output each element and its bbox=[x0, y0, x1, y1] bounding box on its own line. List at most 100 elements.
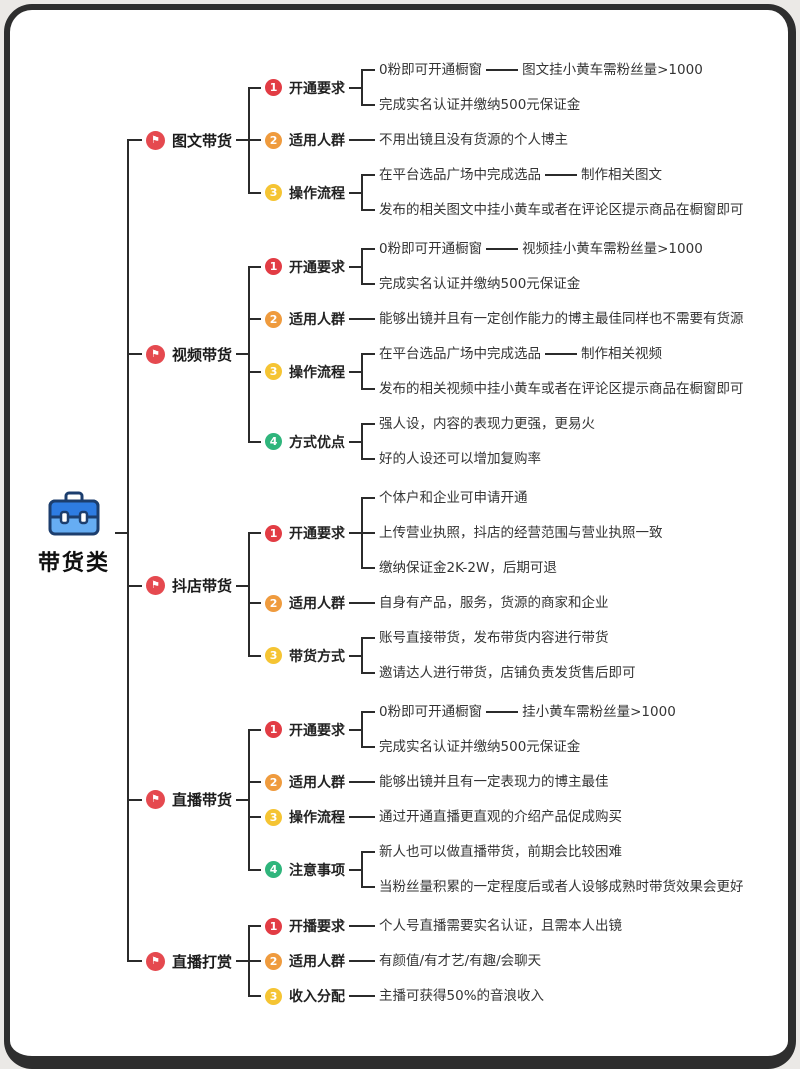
number-badge: 3 bbox=[265, 987, 283, 1005]
topic-label: 收入分配 bbox=[289, 989, 346, 1005]
node-content: 在平台选品广场中完成选品 bbox=[379, 345, 541, 364]
tree-row: 发布的相关图文中挂小黄车或者在评论区提示商品在橱窗即可 bbox=[361, 192, 748, 228]
connector-line bbox=[349, 86, 362, 89]
node-content: 缴纳保证金2K-2W，后期可退 bbox=[379, 559, 557, 578]
number-badge: 3 bbox=[265, 363, 283, 380]
tree-row: 个体户和企业可申请开通 bbox=[361, 481, 667, 516]
children-group: 能够出镜并且有一定表现力的博主最佳 bbox=[361, 765, 613, 800]
tree-row: 完成实名认证并缴纳500元保证金 bbox=[361, 729, 680, 765]
tree-row: 不用出镜且没有货源的个人博主 bbox=[361, 123, 572, 158]
children-group: 通过开通直播更直观的介绍产品促成购买 bbox=[361, 800, 626, 835]
tree-row: 上传营业执照，抖店的经营范围与营业执照一致 bbox=[361, 515, 667, 551]
branch-label: 抖店带货 bbox=[172, 577, 233, 595]
connector-line bbox=[236, 584, 249, 587]
children-group: 个体户和企业可申请开通上传营业执照，抖店的经营范围与营业执照一致缴纳保证金2K-… bbox=[361, 481, 667, 586]
leaf-text: 个体户和企业可申请开通 bbox=[379, 489, 528, 506]
children-group: 主播可获得50%的音浪收入 bbox=[361, 979, 548, 1014]
leaf-node: 图文挂小黄车需粉丝量>1000 bbox=[518, 61, 707, 80]
branch-label: 直播打赏 bbox=[172, 952, 233, 971]
node-content: 3 收入分配 bbox=[265, 986, 345, 1006]
topic-label: 操作流程 bbox=[289, 185, 346, 202]
flag-icon: ⚑ bbox=[146, 790, 166, 809]
tree-row: 主播可获得50%的音浪收入 bbox=[361, 979, 548, 1014]
number-badge: 2 bbox=[265, 952, 283, 970]
leaf-text: 能够出镜并且有一定表现力的博主最佳 bbox=[379, 773, 609, 790]
leaf-text: 邀请达人进行带货，店铺负责发货售后即可 bbox=[379, 664, 636, 681]
connector-line bbox=[115, 532, 128, 534]
topic-label: 开通要求 bbox=[289, 259, 346, 276]
topic-label: 适用人群 bbox=[289, 954, 346, 970]
leaf-text: 新人也可以做直播带货，前期会比较困难 bbox=[379, 843, 623, 860]
leaf-text: 制作相关视频 bbox=[581, 345, 663, 362]
leaf-text: 发布的相关图文中挂小黄车或者在评论区提示商品在橱窗即可 bbox=[379, 201, 744, 218]
connector-line bbox=[545, 353, 558, 355]
leaf-node: 能够出镜并且有一定创作能力的博主最佳同样也不需要有货源 bbox=[375, 310, 748, 329]
tree-row: 视频挂小黄车需粉丝量>1000 bbox=[498, 240, 707, 259]
connector-line bbox=[349, 960, 362, 962]
leaf-node: 个体户和企业可申请开通 bbox=[375, 489, 532, 508]
tree-row: 新人也可以做直播带货，前期会比较困难 bbox=[361, 835, 748, 870]
topic-label: 开通要求 bbox=[289, 80, 346, 97]
leaf-text: 视频挂小黄车需粉丝量>1000 bbox=[522, 240, 703, 257]
node-content: 图文挂小黄车需粉丝量>1000 bbox=[522, 61, 703, 80]
tree-row: 3 收入分配主播可获得50%的音浪收入 bbox=[248, 978, 626, 1014]
leaf-node: 制作相关图文 bbox=[577, 166, 666, 185]
leaf-text: 不用出镜且没有货源的个人博主 bbox=[379, 131, 569, 148]
leaf-text: 0粉即可开通橱窗 bbox=[379, 61, 483, 78]
node-content: 能够出镜并且有一定表现力的博主最佳 bbox=[379, 773, 609, 792]
node-content: 2 适用人群 bbox=[265, 951, 345, 971]
children-group: 不用出镜且没有货源的个人博主 bbox=[361, 123, 572, 158]
topic-label: 适用人群 bbox=[289, 596, 346, 612]
leaf-node: 通过开通直播更直观的介绍产品促成购买 bbox=[375, 808, 626, 827]
connector-line bbox=[349, 816, 362, 818]
children-group: 制作相关图文 bbox=[557, 166, 666, 185]
leaf-text: 在平台选品广场中完成选品 bbox=[379, 166, 542, 183]
node-content: ⚑直播打赏 bbox=[146, 951, 232, 972]
children-group: 制作相关视频 bbox=[557, 345, 666, 364]
topic-label: 开播要求 bbox=[289, 919, 346, 935]
number-badge: 3 bbox=[265, 647, 283, 664]
children-group: 强人设，内容的表现力更强，更易火好的人设还可以增加复购率 bbox=[361, 407, 599, 477]
leaf-node: 0粉即可开通橱窗视频挂小黄车需粉丝量>1000 bbox=[375, 240, 707, 259]
connector-line bbox=[349, 654, 362, 657]
tree-row: 个人号直播需要实名认证，且需本人出镜 bbox=[361, 909, 626, 944]
children-group: 个人号直播需要实名认证，且需本人出镜 bbox=[361, 909, 626, 944]
leaf-text: 在平台选品广场中完成选品 bbox=[379, 345, 542, 362]
leaf-node: 发布的相关视频中挂小黄车或者在评论区提示商品在橱窗即可 bbox=[375, 380, 748, 399]
tree-row: 好的人设还可以增加复购率 bbox=[361, 441, 599, 477]
flag-icon: ⚑ bbox=[146, 576, 166, 595]
tree-row: 0粉即可开通橱窗 图文挂小黄车需粉丝量>1000 bbox=[361, 53, 707, 88]
leaf-node: 强人设，内容的表现力更强，更易火 bbox=[375, 415, 599, 434]
leaf-node: 完成实名认证并缴纳500元保证金 bbox=[375, 275, 584, 294]
leaf-text: 图文挂小黄车需粉丝量>1000 bbox=[522, 61, 703, 78]
connector-line bbox=[349, 868, 362, 871]
